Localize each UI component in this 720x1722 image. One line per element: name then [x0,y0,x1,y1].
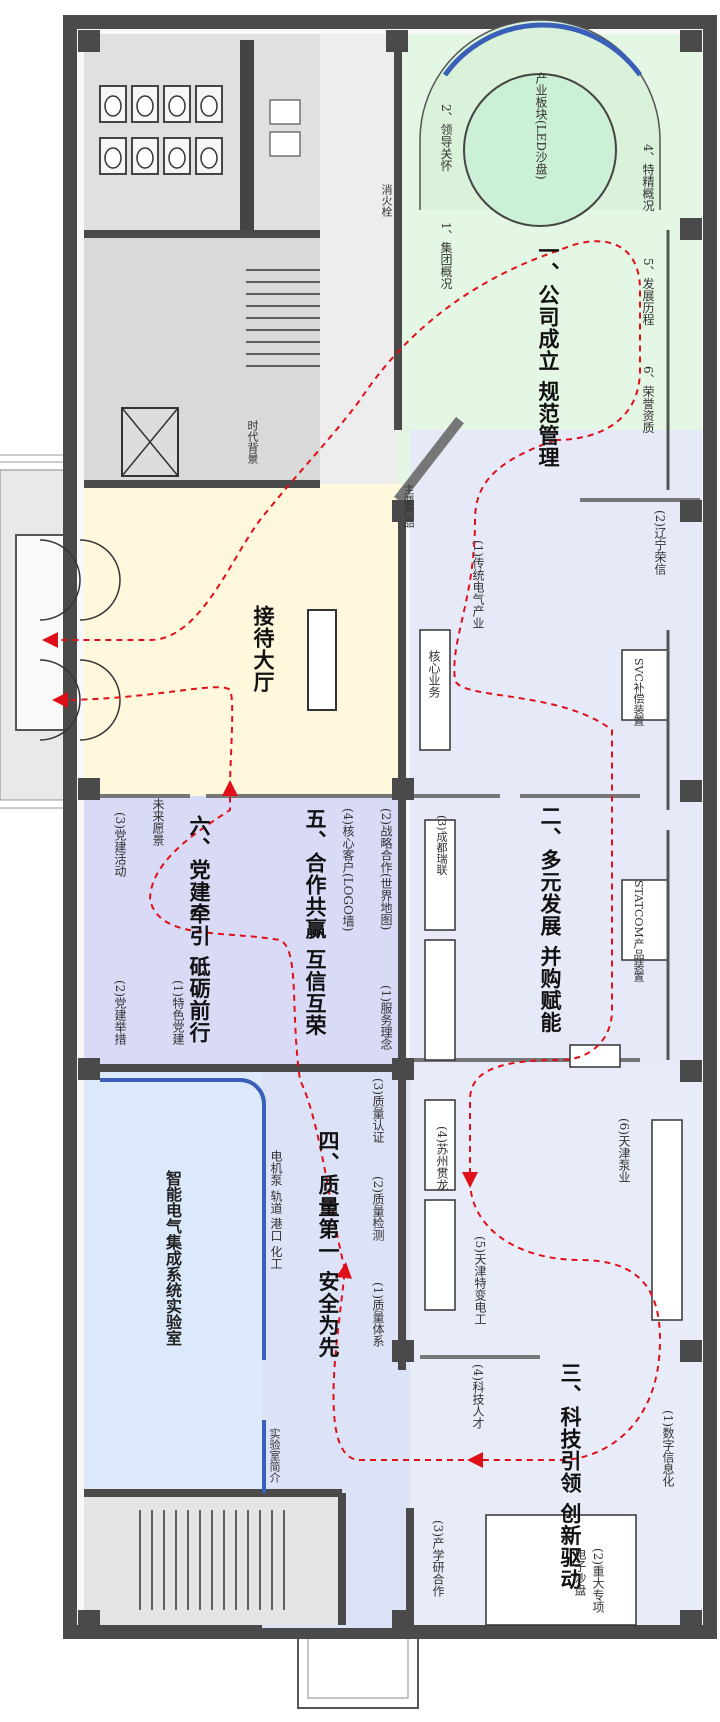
zone-2-area [410,430,702,1070]
reception-area [84,484,402,796]
statcom-label: STATCOM产品装置 [632,880,645,982]
exhibit-2-2: (2)辽宁荣信 [653,510,667,575]
section-5-title: 五、合作共赢 互信互荣 [303,808,327,1037]
led-sandtable [463,73,617,227]
exhibit-1-5: 5、发展历程 [641,258,655,326]
exhibit-4-1: (1)质量体系 [371,1282,385,1347]
svc-label: SVC补偿装置 [632,658,645,726]
exhibit-2-4: (4)苏州贯龙 [435,1126,449,1191]
exhibit-6-2: (2)党建举措 [113,980,127,1045]
exhibit-1-3: 产业板块(LED沙盘) [534,72,548,180]
exhibit-5-1: (1)服务理念 [379,985,393,1050]
visitor-route-2 [453,439,613,1188]
exhibit-4-2: (2)质量检测 [371,1176,385,1241]
visitor-route-6 [52,686,234,789]
entrance-doors [39,539,121,741]
sandtable-label: 电子沙盘 [573,1548,587,1596]
corridor-top [320,34,398,484]
exhibit-1-4: 4、特精概况 [641,144,655,212]
exhibit-1-1: 1、集团概况 [439,222,453,290]
exhibit-6-1: (1)特色党建 [171,980,185,1045]
zone-56-area [84,796,402,1068]
display-panels [419,629,683,1626]
exhibit-3-1: (1)数字信息化 [661,1410,675,1487]
visitor-route-4 [332,1262,475,1461]
reception-label: 接待大厅 [251,605,275,693]
section-6-title: 六、党建牵引 砥砺前行 [187,815,211,1044]
lab-area [84,1068,262,1493]
exhibit-1-6: 6、荣誉资质 [641,366,655,434]
section-4-title: 四、质量第一 安全为先 [316,1130,340,1359]
exhibit-2-1: (1)传统电气产业 [471,540,485,629]
exhibit-3-4: (4)科技人才 [471,1364,485,1429]
stairs-bottom [139,1510,285,1610]
main-products-label: 主要产品 [402,484,415,528]
stairs-top [246,269,320,367]
lab-intro-label: 实验室简介 [268,1428,281,1483]
exhibit-2-5: (5)天津特变电工 [473,1236,487,1325]
exhibit-3-2: (2)重大专项 [591,1548,605,1613]
lab-wall [100,1078,266,1360]
exhibit-2-6: (6)天津泵业 [617,1118,631,1183]
lab-label: 智能电气集成系统实验室 [163,1170,182,1346]
future-vision-label: 未来愿景 [151,798,165,846]
section-3-title: 三、科技引领 创新驱动 [558,1362,582,1591]
core-business-label: 核心业务 [427,650,441,698]
visitor-route-3 [467,1179,662,1468]
stair-area-bottom [84,1493,342,1625]
lab-tags-label: 电机泵 轨道 港口 化工 [269,1150,283,1270]
columns [78,30,702,1632]
exhibit-4-3: (3)质量认证 [371,1078,385,1143]
exhibit-5-2: (2)战略合作(世界地图) [379,808,393,931]
era-label: 时代背景 [246,420,259,464]
interior-walls [84,34,414,1625]
exhibit-1-2: 2、领导关怀 [439,104,453,172]
exhibit-2-3: (3)成都瑞联 [435,815,448,875]
section-1-title: 一、公司成立 规范管理 [536,240,560,469]
visitor-route-5 [148,780,346,1271]
bottom-entrance [297,1627,419,1709]
exhibit-5-4: (4)核心客户(LOGO墙) [341,808,355,932]
exhibit-6-3: (3)党建活动 [113,812,127,877]
exhibit-3-3: (3)产学研合作 [431,1520,445,1597]
visitor-route [42,240,641,648]
reception-desk [307,609,337,711]
fire-hydrant-label: 消火栓 [380,184,393,217]
section-2-title: 二、多元发展 并购赋能 [538,805,562,1034]
